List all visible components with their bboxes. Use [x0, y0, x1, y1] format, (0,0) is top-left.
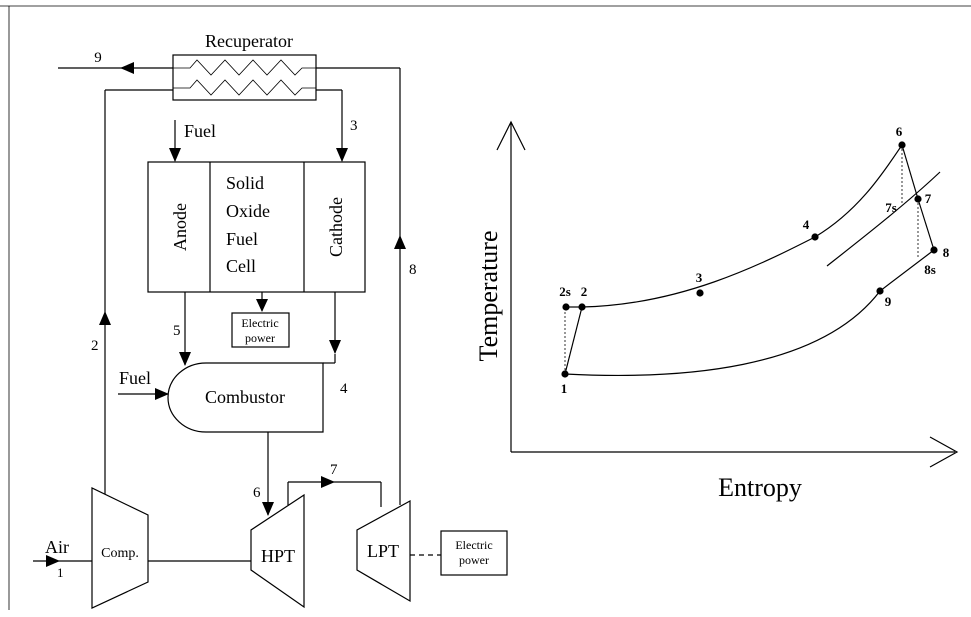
lpt-expansion-line [917, 198, 935, 251]
state-2-label: 2 [91, 338, 99, 354]
state-6-label: 6 [253, 485, 261, 501]
x-axis-label: Entropy [718, 473, 802, 502]
state-1-label: 1 [57, 565, 64, 580]
air-label: Air [45, 537, 69, 557]
hpt-label: HPT [261, 546, 295, 566]
electric-power-1-line1: Electric [241, 316, 278, 330]
sofc-line-3: Fuel [226, 229, 258, 249]
air-inlet-arrow [46, 555, 60, 567]
anode-label: Anode [170, 203, 190, 251]
state-8-label: 8 [409, 262, 417, 278]
ts-label-2: 2 [581, 284, 588, 299]
fuel-anode-arrow [169, 148, 181, 162]
line-2-arrow [99, 311, 111, 325]
state-3-label: 3 [350, 118, 358, 134]
recuperator-label: Recuperator [205, 31, 293, 51]
compressor-shape [91, 487, 149, 609]
point-4 [811, 233, 819, 241]
electric-power-2-line2: power [459, 553, 489, 567]
comp-label: Comp. [101, 546, 139, 561]
hpt-expansion-line [901, 144, 919, 200]
point-6 [898, 141, 906, 149]
point-9 [876, 287, 884, 295]
point-7 [914, 195, 922, 203]
high-pressure-isobar [581, 144, 903, 308]
electric-power-2-line1: Electric [455, 538, 492, 552]
cathode-label: Cathode [326, 197, 346, 257]
point-2s [562, 303, 570, 311]
point-2 [578, 303, 586, 311]
sofc-line-2: Oxide [226, 201, 270, 221]
electric-power-box-2 [440, 530, 508, 576]
recuperator-coil-top [173, 59, 316, 76]
fuel-left-label: Fuel [119, 368, 151, 388]
exhaust-arrow [120, 62, 134, 74]
state-9-label: 9 [94, 50, 102, 66]
combustor-shape [167, 362, 324, 433]
point-3 [696, 289, 704, 297]
fuel-top-label: Fuel [184, 121, 216, 141]
sofc-line-1: Solid [226, 173, 264, 193]
ts-label-8s: 8s [924, 262, 936, 277]
low-pressure-isobar [564, 249, 935, 377]
ts-label-3: 3 [696, 270, 703, 285]
line-8-arrow [394, 235, 406, 249]
mid-pressure-isobar [826, 171, 941, 267]
ts-label-8: 8 [943, 245, 950, 260]
line-4-arrow [329, 340, 341, 354]
y-axis-label: Temperature [474, 231, 503, 362]
x-axis-arrowhead [929, 436, 959, 468]
sofc-power-arrow [256, 299, 268, 312]
sofc-block [147, 161, 366, 293]
electric-power-1-line2: power [245, 331, 275, 345]
point-8 [930, 246, 938, 254]
lpt-label: LPT [367, 541, 399, 561]
ts-label-4: 4 [803, 217, 810, 232]
state-5-label: 5 [173, 323, 181, 339]
sofc-line-4: Cell [226, 256, 256, 276]
ts-label-7s: 7s [885, 200, 897, 215]
line-7-arrow [321, 476, 335, 488]
ts-label-6: 6 [896, 124, 903, 139]
ts-label-2s: 2s [559, 284, 571, 299]
compression-line [564, 306, 583, 375]
recuperator-box [172, 54, 317, 101]
hpt-shape [250, 493, 305, 609]
ts-label-7: 7 [925, 191, 932, 206]
line-5-arrow [179, 352, 191, 366]
electric-power-box-1 [231, 312, 290, 348]
line-3-arrow [336, 148, 348, 162]
state-4-label: 4 [340, 381, 348, 397]
state-7-label: 7 [330, 462, 338, 478]
line-6-arrow [262, 502, 274, 516]
point-1 [561, 370, 569, 378]
ts-label-9: 9 [885, 294, 892, 309]
y-axis-arrowhead [496, 120, 526, 151]
combustor-label: Combustor [205, 387, 285, 407]
lpt-shape [356, 499, 411, 603]
ts-label-1: 1 [561, 381, 568, 396]
fuel-combustor-arrow [155, 388, 169, 400]
recuperator-coil-bottom [173, 79, 316, 96]
